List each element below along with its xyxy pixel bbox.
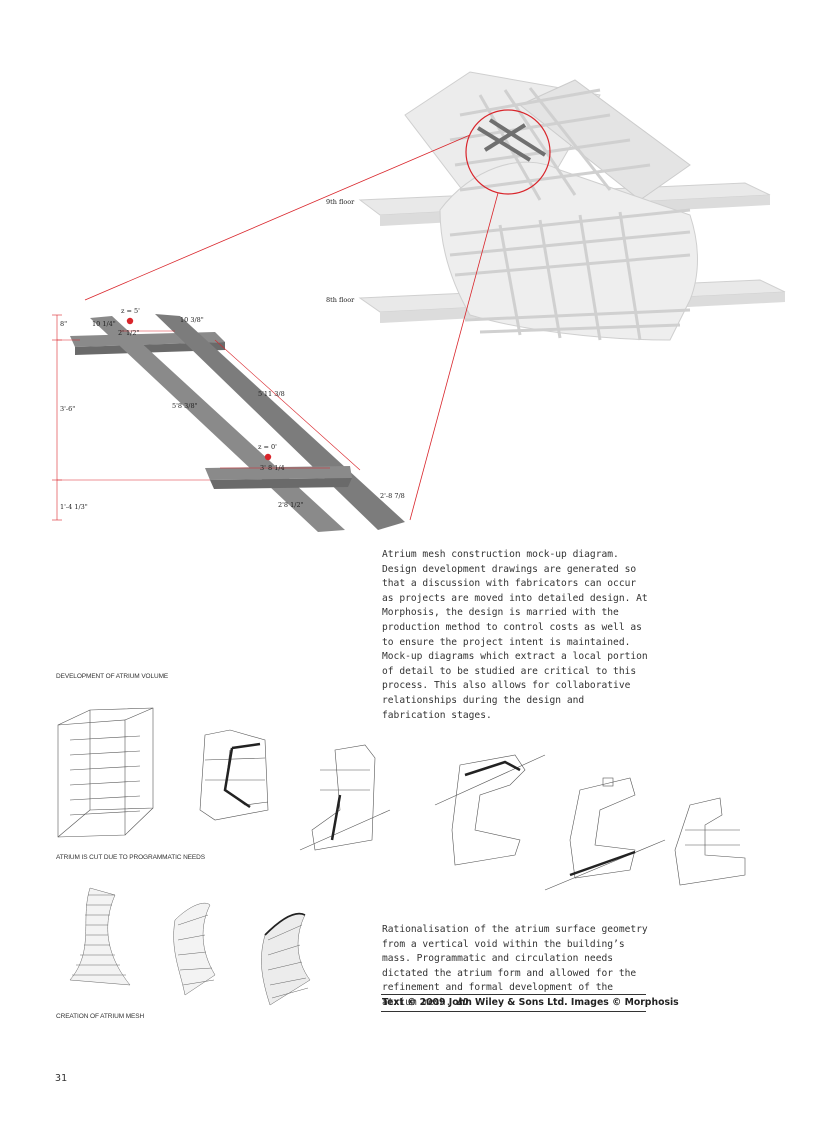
image-credit: Text © 2009 John Wiley & Sons Ltd. Image…	[382, 997, 679, 1008]
mockup-caption: Atrium mesh construction mock-up diagram…	[382, 549, 648, 721]
dim-diag-a: 5'11 3/8	[258, 390, 285, 398]
atrium-volume-sequence	[0, 690, 816, 900]
dim-top-left-height: 8"	[60, 320, 68, 328]
dim-top-a: 10 1/4"	[92, 320, 116, 328]
z-bottom-marker	[264, 453, 272, 461]
dim-top-b: 10 3/8"	[180, 316, 204, 324]
atrium-mesh-sequence	[0, 880, 380, 1010]
dim-diag-b: 5'8 3/8"	[172, 402, 198, 410]
dim-z-top: z = 5'	[121, 307, 140, 315]
detail-callout-circle	[465, 109, 551, 195]
atrium-cut-volume-5	[674, 797, 746, 886]
atrium-mockup-drawing	[52, 71, 786, 532]
diagonal-beam-right	[155, 314, 405, 530]
atrium-cut-volume-4	[544, 777, 666, 891]
mesh-sketch-1	[69, 887, 131, 986]
credit-rule-top	[381, 994, 646, 995]
rationalisation-caption: Rationalisation of the atrium surface ge…	[382, 923, 650, 1011]
dim-bottom-a: 3' 8 1/4	[260, 464, 285, 472]
label-cut: ATRIUM IS CUT DUE TO PROGRAMMATIC NEEDS	[56, 854, 205, 861]
rationalisation-text: Rationalisation of the atrium surface ge…	[382, 924, 648, 1008]
credit-rule-bottom	[381, 1011, 646, 1012]
page-number: 31	[55, 1073, 68, 1084]
atrium-box-volume	[57, 707, 154, 838]
atrium-volume-sketches	[57, 707, 746, 891]
label-creation: CREATION OF ATRIUM MESH	[56, 1013, 145, 1020]
dim-left-mid-height: 3'-6"	[60, 405, 76, 413]
atrium-mockup-figure: 9th floor 8th floor 8" 3'-6" 1'-4 1/3" z…	[0, 0, 816, 545]
projection-lines	[84, 134, 499, 521]
atrium-cut-volume-3	[434, 754, 546, 866]
dim-bottom-b: 2'8 1/2"	[278, 501, 304, 509]
dim-top-c: 2' 1/2"	[118, 329, 140, 337]
floor-label-8th: 8th floor	[326, 296, 355, 304]
mockup-detail	[52, 314, 405, 532]
bottom-cross-beam	[205, 466, 352, 480]
highlighted-mesh-detail	[476, 118, 547, 162]
atrium-mesh-sketches	[69, 887, 311, 1006]
dim-left-bottom-height: 1'-4 1/3"	[60, 503, 88, 511]
z-top-marker	[126, 317, 134, 325]
ad-end-mark: ΔD	[457, 996, 469, 1008]
mesh-sketch-2	[173, 902, 216, 996]
dim-z-bottom: z = 0'	[258, 443, 277, 451]
atrium-cut-volume-2	[299, 744, 391, 851]
dim-bottom-c: 2'-8 7/8	[380, 492, 405, 500]
floor-label-9th: 9th floor	[326, 198, 355, 206]
tilted-wall-front	[519, 79, 691, 201]
mesh-sketch-3	[261, 912, 311, 1006]
label-development: DEVELOPMENT OF ATRIUM VOLUME	[56, 673, 169, 680]
